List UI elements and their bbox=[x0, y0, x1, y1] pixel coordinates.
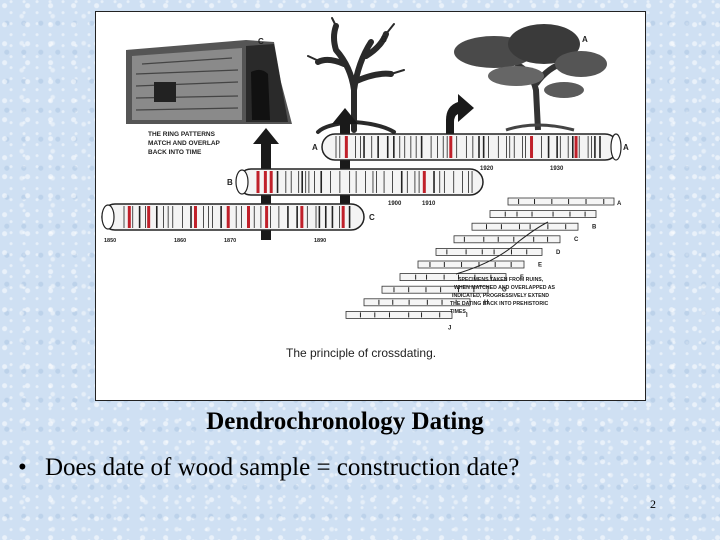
tree-core-c bbox=[101, 203, 365, 231]
core-a-year-1930: 1930 bbox=[550, 166, 564, 172]
core-c-label-left: C bbox=[369, 213, 375, 222]
specimen-bar bbox=[507, 197, 615, 206]
dead-tree-label: B bbox=[381, 35, 387, 44]
bullet-text: Does date of wood sample = construction … bbox=[45, 454, 520, 481]
specimen-note: SPECIMENS TAKEN FROM RUINS, WHEN MATCHED… bbox=[450, 277, 556, 315]
specimen-label: F bbox=[520, 275, 524, 281]
core-b-year-1910: 1910 bbox=[422, 201, 436, 207]
ruin-label: C bbox=[258, 37, 264, 46]
specimen-bar bbox=[345, 310, 453, 319]
ring-pattern-note: THE RING PATTERNS MATCH AND OVERLAP BACK… bbox=[148, 131, 222, 156]
specimen-label: I bbox=[466, 313, 468, 319]
figure-caption: The principle of crossdating. bbox=[286, 346, 437, 360]
specimen-bar bbox=[381, 285, 489, 294]
ruin-illustration bbox=[126, 40, 292, 124]
specimen-bar bbox=[471, 222, 579, 231]
bullet-marker: • bbox=[18, 454, 27, 481]
specimen-bar bbox=[399, 273, 507, 282]
page-number: 2 bbox=[650, 497, 656, 511]
living-tree-illustration bbox=[454, 24, 607, 132]
core-b-label-left: B bbox=[227, 178, 233, 187]
core-a-year-1920: 1920 bbox=[480, 166, 494, 172]
tree-core-b bbox=[235, 168, 484, 196]
specimen-label: C bbox=[574, 237, 579, 243]
specimen-label: J bbox=[448, 325, 451, 331]
specimen-bar bbox=[435, 247, 543, 256]
core-c-year-1860: 1860 bbox=[174, 238, 186, 244]
living-tree-label: A bbox=[582, 35, 588, 44]
specimen-note-pointer bbox=[455, 221, 549, 275]
dead-tree-illustration bbox=[307, 17, 405, 134]
specimen-label: A bbox=[617, 201, 622, 207]
specimen-bar bbox=[453, 235, 561, 244]
core-b-year-1900: 1900 bbox=[388, 201, 402, 207]
tree-core-a bbox=[321, 133, 622, 161]
core-c-year-1870: 1870 bbox=[224, 238, 236, 244]
specimen-label: G bbox=[502, 288, 507, 294]
specimen-label: H bbox=[484, 300, 488, 306]
core-c-year-1850: 1850 bbox=[104, 238, 116, 244]
crossdating-figure: C B A THE RING PATTERNS MATCH bbox=[95, 11, 646, 401]
slide-title: Dendrochronology Dating bbox=[206, 408, 484, 435]
specimen-label: B bbox=[592, 225, 597, 231]
crossdating-diagram: C B A THE RING PATTERNS MATCH bbox=[101, 17, 629, 331]
specimen-staircase: A B C D E F G H I J bbox=[345, 197, 622, 331]
bullet-point: • Does date of wood sample = construction… bbox=[18, 454, 519, 482]
specimen-bar bbox=[363, 298, 471, 307]
specimen-label: E bbox=[538, 262, 542, 268]
core-c-year-1890: 1890 bbox=[314, 238, 326, 244]
specimen-label: D bbox=[556, 250, 561, 256]
specimen-bar bbox=[489, 210, 597, 219]
specimen-bar bbox=[417, 260, 525, 269]
core-a-label-right: A bbox=[623, 143, 629, 152]
core-a-label-left: A bbox=[312, 143, 318, 152]
